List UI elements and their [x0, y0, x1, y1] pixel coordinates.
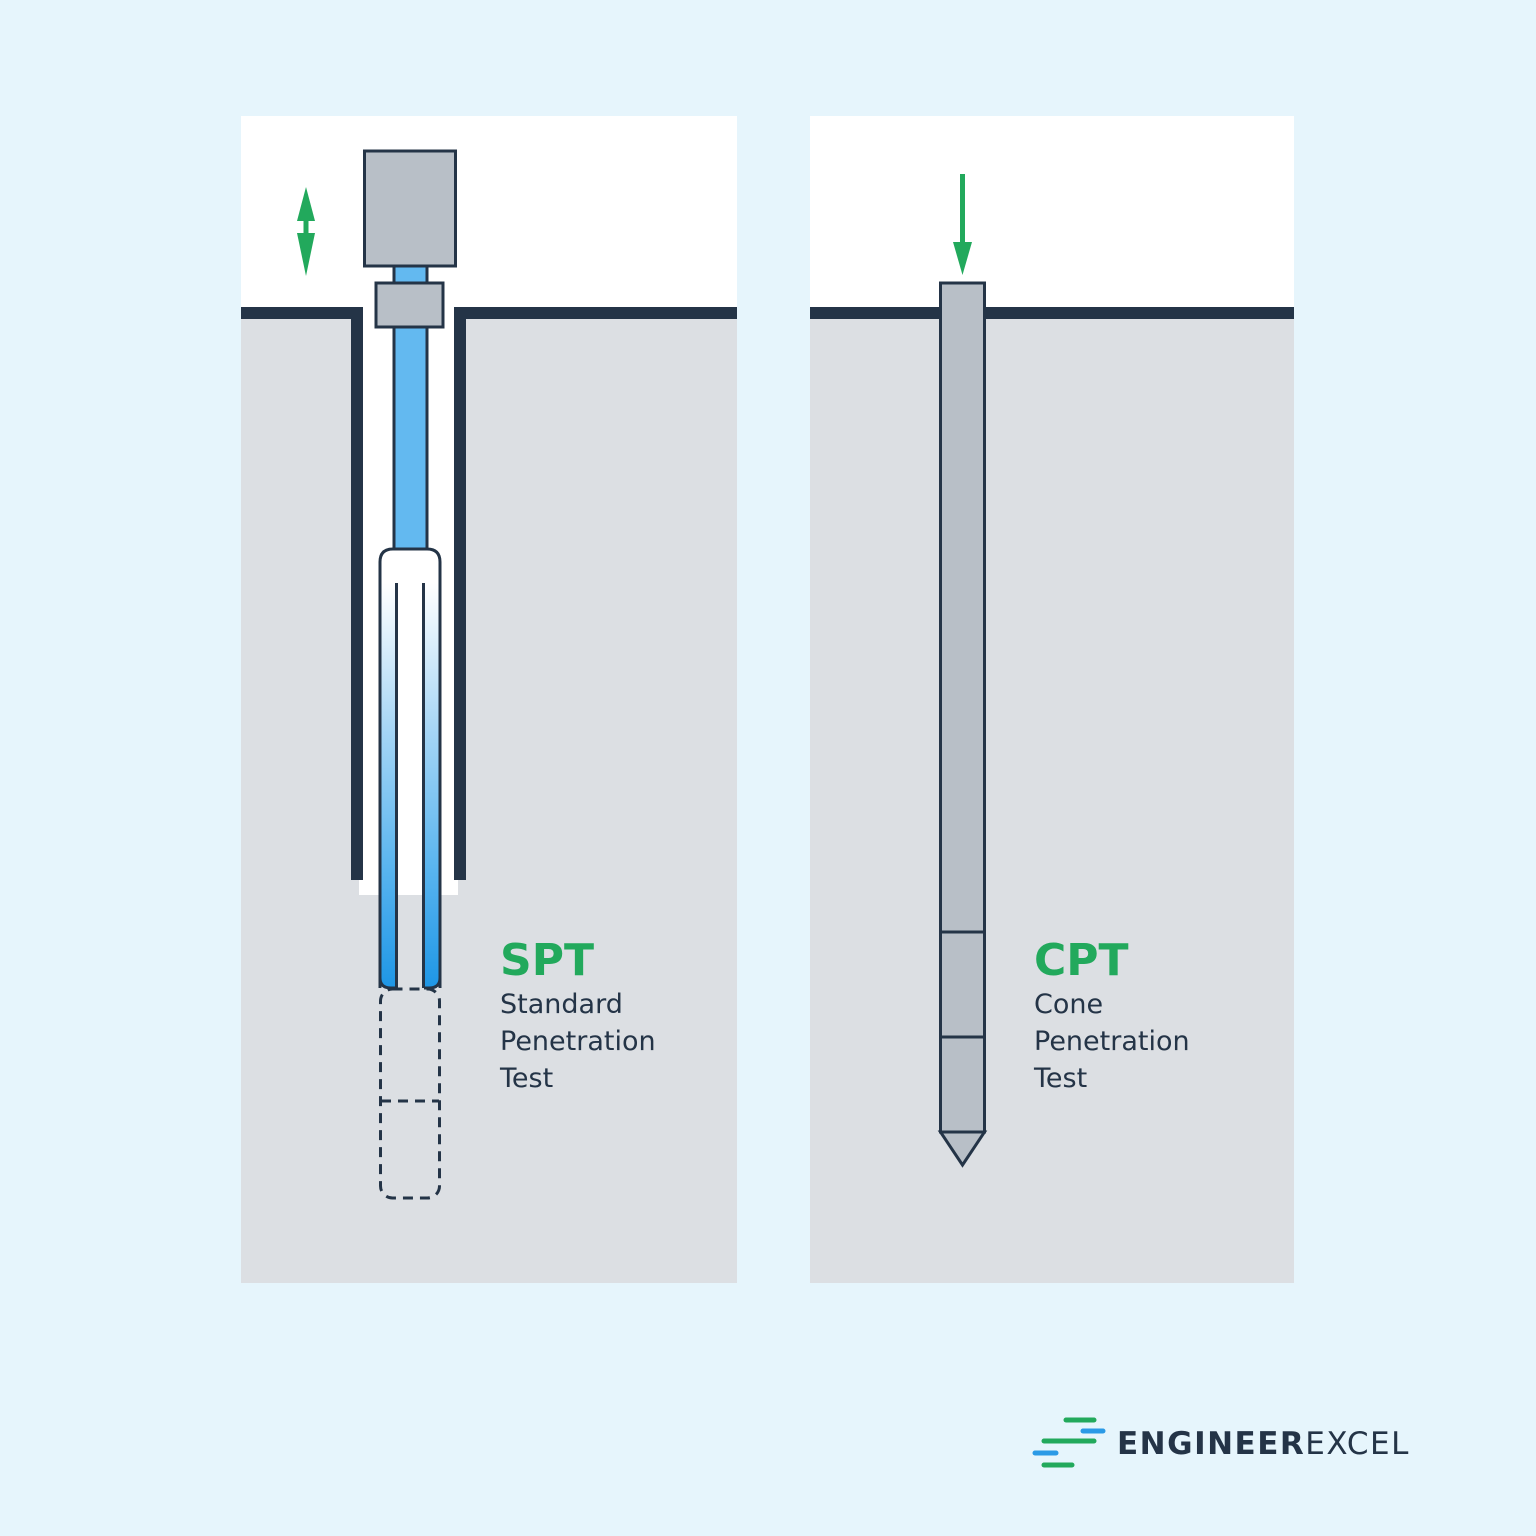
logo-text-bold: ENGINEER [1117, 1426, 1306, 1462]
down-arrow-icon [953, 174, 972, 275]
spt-sky [241, 116, 737, 307]
cpt-title-line-3: Test [1034, 1063, 1088, 1094]
hammer [363, 149, 457, 268]
up-down-arrow-icon [297, 187, 315, 276]
cpt-label: CPT Cone Penetration Test [1034, 936, 1190, 1097]
coupler [374, 281, 445, 329]
cpt-title-line-2: Penetration [1034, 1026, 1190, 1057]
cpt-panel: CPT Cone Penetration Test [810, 116, 1294, 1283]
cone-tip [937, 1130, 988, 1168]
spt-title-line-3: Test [500, 1063, 554, 1094]
spt-panel: SPT Standard Penetration Test [241, 116, 737, 1283]
cpt-sky [810, 116, 1294, 307]
spt-diagram [241, 149, 737, 1200]
cpt-title-line-1: Cone [1034, 989, 1104, 1020]
cpt-acronym: CPT [1034, 935, 1129, 986]
brand-logo: ENGINEEREXCEL [1117, 1424, 1410, 1464]
friction-sleeve [939, 930, 986, 1039]
spt-title-line-2: Penetration [500, 1026, 656, 1057]
ground-surface [241, 307, 737, 880]
logo-text-regular: EXCEL [1305, 1426, 1410, 1462]
speed-lines-icon [1032, 1417, 1106, 1468]
push-rod [939, 281, 986, 934]
spt-title-line-1: Standard [500, 989, 623, 1020]
spt-acronym: SPT [500, 935, 594, 986]
sampler-drive-zone [379, 987, 441, 1200]
cone-body [939, 1035, 986, 1134]
spt-label: SPT Standard Penetration Test [500, 936, 656, 1097]
cpt-diagram [810, 174, 1294, 1168]
